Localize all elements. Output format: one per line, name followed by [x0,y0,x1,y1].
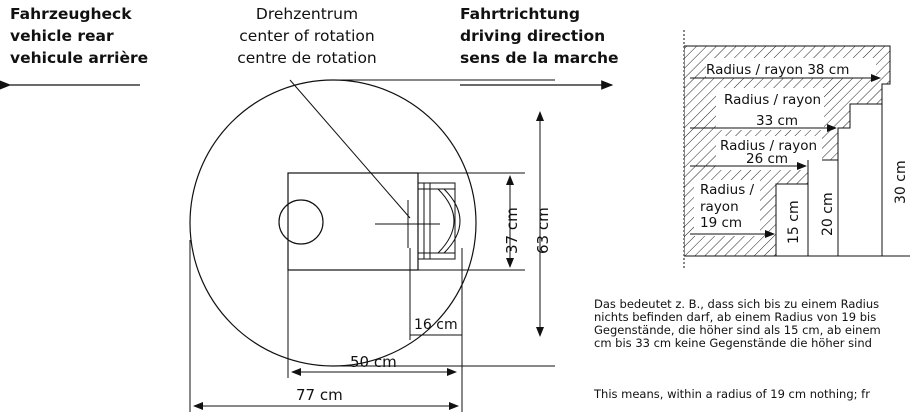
center-of-rotation-label: Drehzentrum center of rotation centre de… [232,3,382,69]
description-english: This means, within a radius of 19 cm not… [594,388,870,401]
dim-16-label: 16 cm [414,317,458,333]
center-of-rotation-de: Drehzentrum [255,5,359,23]
driving-direction-de: Fahrtrichtung [460,5,580,23]
center-of-rotation-fr: centre de rotation [237,49,377,67]
description-de-line1: Das bedeutet z. B., dass sich bis zu ein… [594,297,880,311]
radius-19-label-line3: 19 cm [700,215,742,231]
description-de-line2: nichts befinden darf, ab einem Radius vo… [594,310,877,324]
wheel-circle [278,199,324,245]
center-pointer-line [289,79,411,219]
vehicle-rear-fr: vehicule arrière [10,49,149,67]
radius-26-label-line1: Radius / rayon [720,138,817,154]
description-german: Das bedeutet z. B., dass sich bis zu ein… [594,298,881,350]
robot-body [287,172,419,271]
driving-direction-en: driving direction [460,27,606,45]
height-20-label: 20 cm [820,192,836,236]
driving-direction-label: Fahrtrichtung driving direction sens de … [460,3,619,69]
height-30-label: 30 cm [893,160,909,204]
front-bumper [417,182,461,260]
height-15-label: 15 cm [786,200,802,244]
radius-33-label-line1: Radius / rayon [724,92,821,108]
radius-33-label-line2: 33 cm [756,113,798,129]
dim-37-label: 37 cm [503,207,521,254]
dim-63-label: 63 cm [534,207,552,254]
description-de-line4: cm bis 33 cm keine Gegenstände die höher… [594,336,872,350]
radius-zones [684,45,910,257]
description-en-line1: This means, within a radius of 19 cm not… [594,387,870,401]
vehicle-rear-de: Fahrzeugheck [10,5,132,23]
center-of-rotation-en: center of rotation [239,27,375,45]
vehicle-rear-label: Fahrzeugheck vehicle rear vehicule arriè… [10,3,148,69]
dim-50-label: 50 cm [350,353,397,371]
radius-19-label-line2: rayon [700,199,739,215]
vehicle-rear-en: vehicle rear [10,27,114,45]
description-de-line3: Gegenstände, die höher sind als 15 cm, a… [594,323,881,337]
driving-direction-fr: sens de la marche [460,49,619,67]
radius-26-label-line2: 26 cm [746,151,788,167]
radius-38-label: Radius / rayon 38 cm [706,62,849,78]
radius-19-label-line1: Radius / [700,182,755,198]
dim-77-label: 77 cm [296,386,343,404]
